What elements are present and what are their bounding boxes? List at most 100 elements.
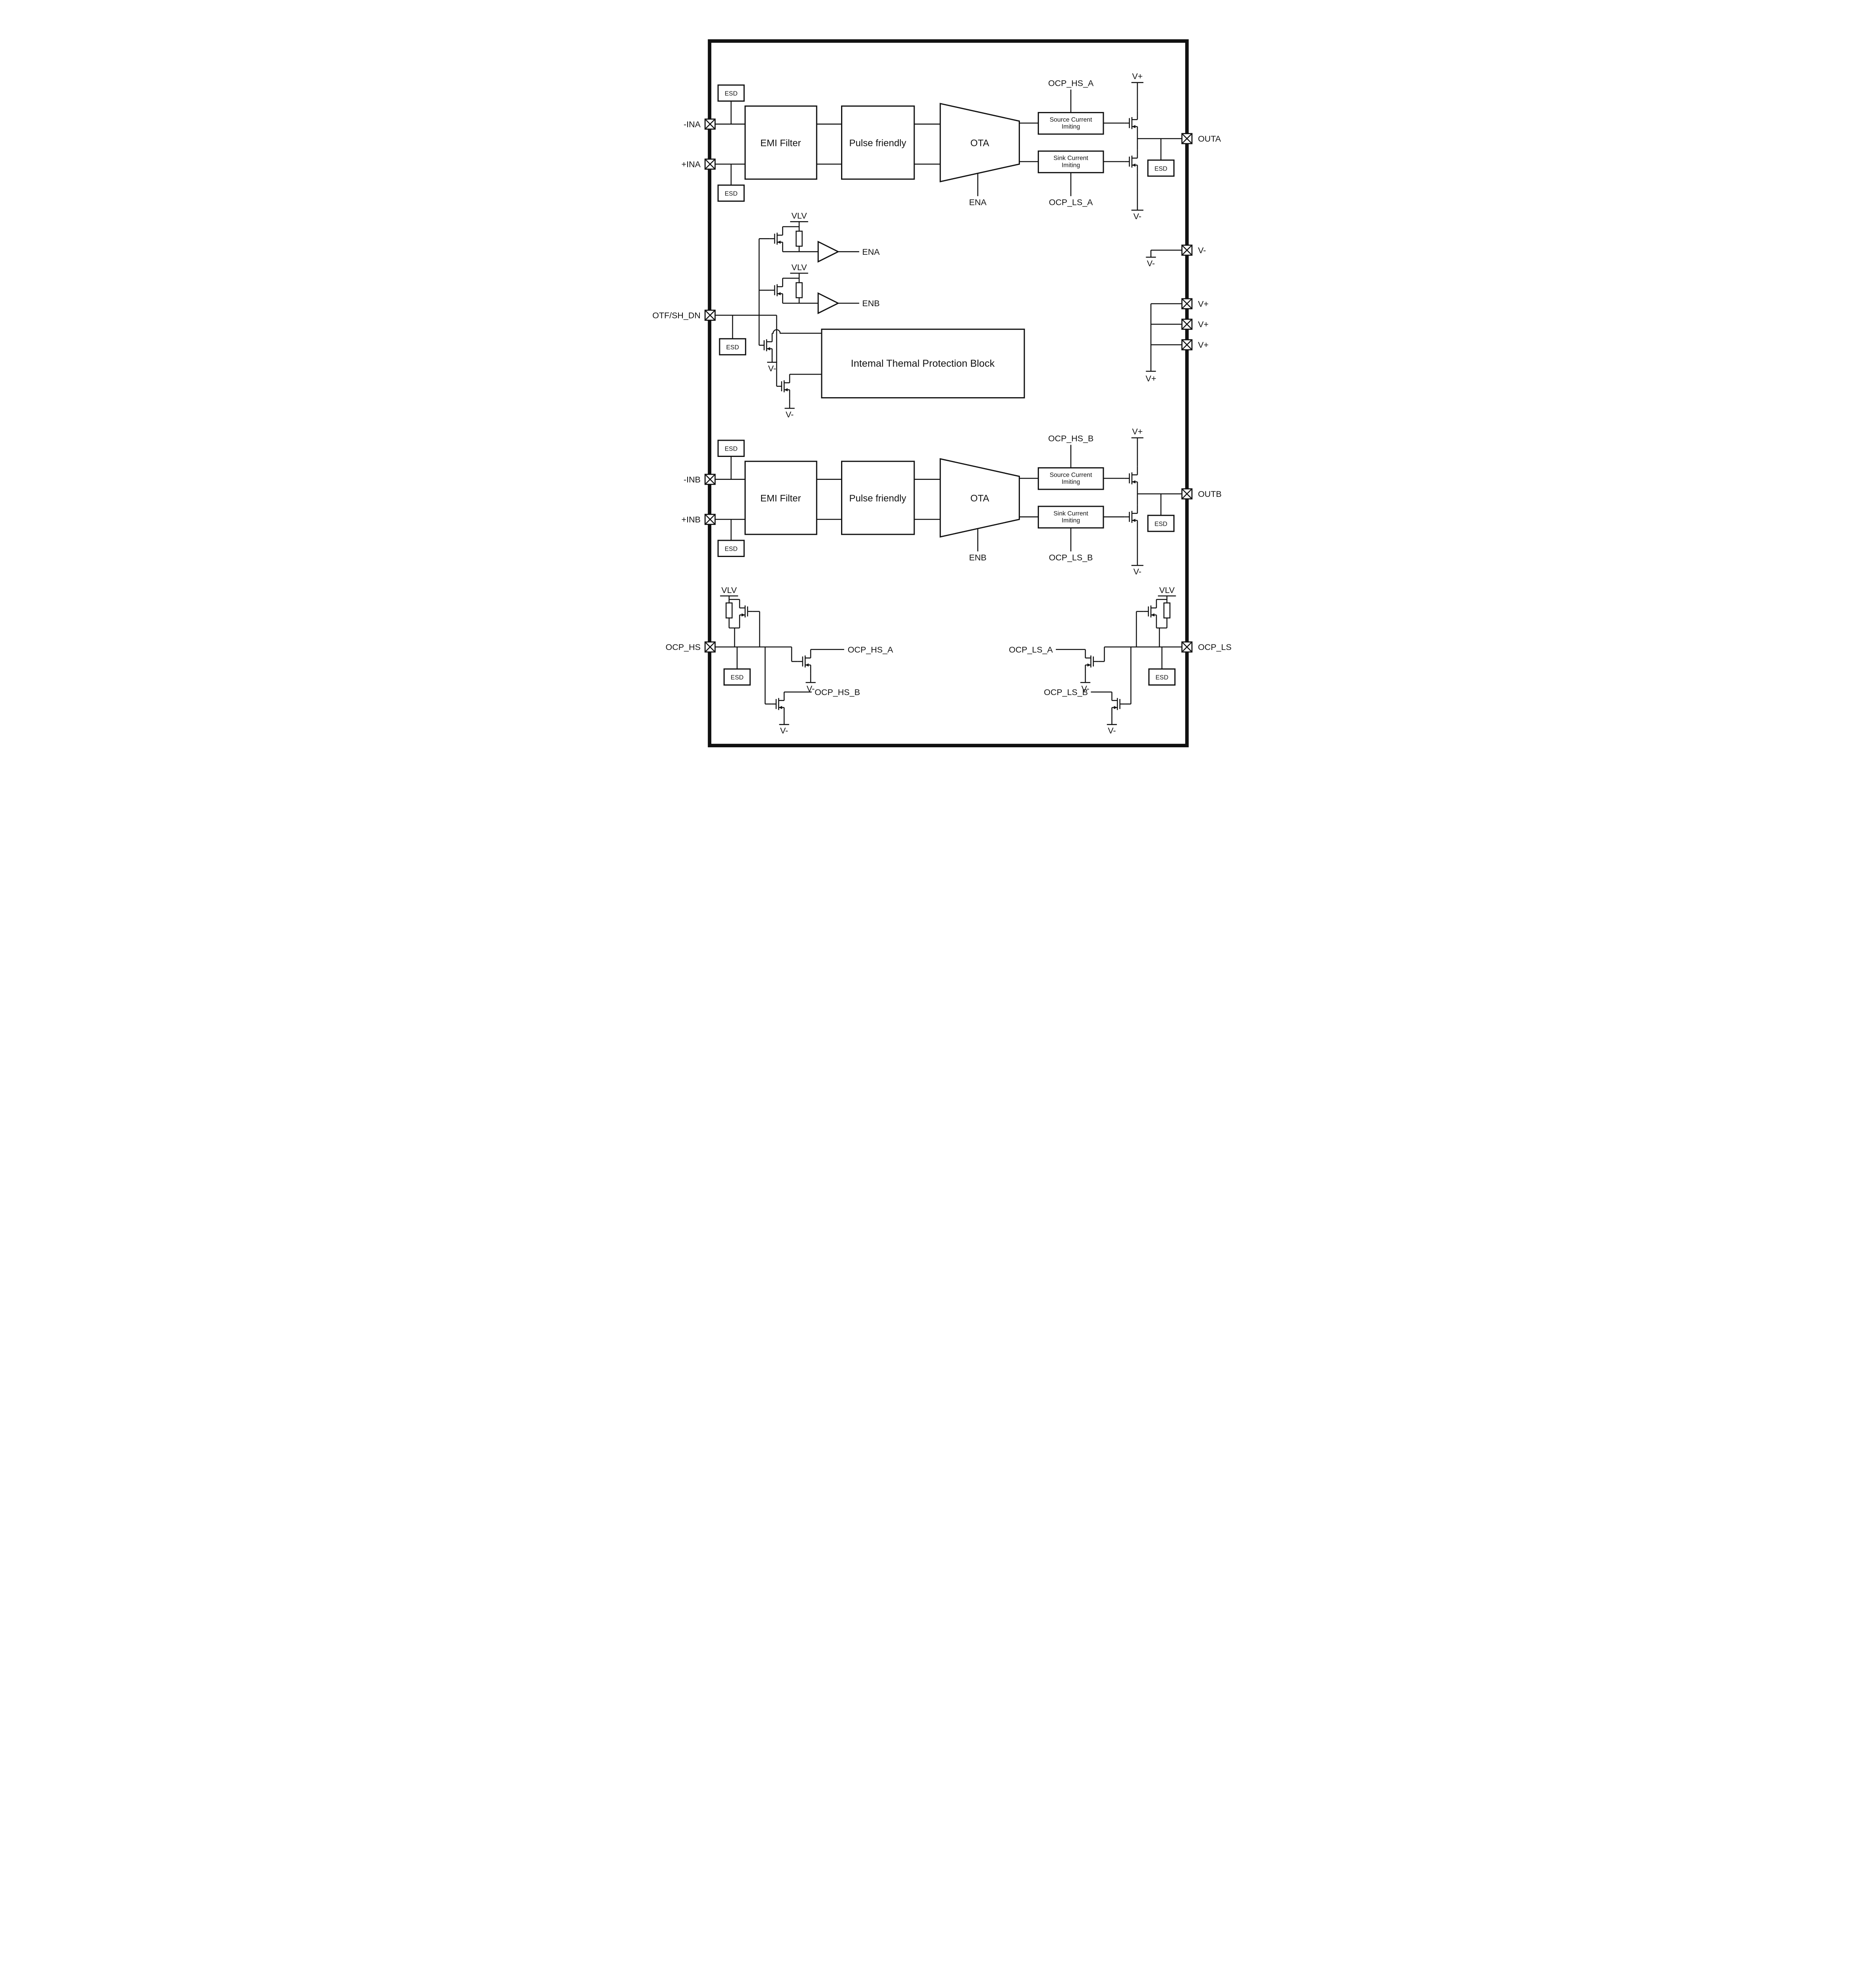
wires-ocp-ls [1055, 595, 1182, 725]
chip-border [708, 39, 1189, 748]
vminus-label-thermal2: V- [786, 410, 794, 419]
sink-current-label2-a: Imiting [1062, 162, 1080, 169]
supply-pins: V- V- V+ V+ V+ V+ [1146, 244, 1209, 383]
pin-ina-neg [704, 118, 716, 130]
pin-vminus [1181, 244, 1193, 256]
ocp-hs-b-label: OCP_HS_B [1048, 434, 1093, 443]
block-diagram: ESD -INA +INA [622, 0, 1254, 772]
vminus-label-a: V- [1133, 212, 1141, 221]
pin-inb-neg [704, 474, 716, 485]
vplus-net-label: V+ [1146, 374, 1156, 383]
pin-ina-pos [704, 158, 716, 170]
pin-outa [1181, 133, 1193, 144]
pin-label-ocp-ls: OCP_LS [1198, 642, 1232, 652]
vlv-label-ocp-ls: VLV [1159, 585, 1175, 595]
wires-supply [1146, 250, 1182, 372]
emi-filter-label-b: EMI Filter [760, 493, 801, 504]
esd-block [1147, 159, 1175, 177]
sink-current-label1-b: Sink Current [1054, 510, 1088, 517]
pin-label-ina-pos: +INA [681, 159, 701, 169]
ocp-ls-b-net-label: OCP_LS_B [1044, 688, 1088, 697]
thermal-protection-label: Intemal Themal Protection Block [851, 358, 995, 369]
pin-label-outb: OUTB [1198, 489, 1222, 499]
pin-ocp-hs [704, 641, 716, 653]
emi-filter-block-b [744, 460, 817, 535]
esd-block [1147, 515, 1175, 532]
esd-block [717, 540, 745, 557]
enable-generator: VLV [652, 211, 1025, 419]
emi-filter-label-a: EMI Filter [760, 138, 801, 148]
ota-block-a [940, 102, 1020, 183]
pin-inb-pos [704, 513, 716, 525]
ena-label-a: ENA [969, 198, 987, 207]
ota-label-b: OTA [970, 493, 989, 504]
pin-vplus-3 [1181, 339, 1193, 351]
esd-block [719, 338, 747, 356]
vminus-label-thermal1: V- [768, 364, 776, 373]
ocp-ls-a-label: OCP_LS_A [1049, 198, 1093, 207]
pulse-friendly-block-b [841, 460, 915, 535]
pin-label-inb-neg: -INB [684, 475, 701, 484]
enb-output-label: ENB [862, 299, 879, 308]
thermal-protection-block [821, 328, 1025, 399]
pin-label-vplus-2: V+ [1198, 320, 1209, 329]
ocp-hs-section: VLV OCP_HS [665, 585, 893, 735]
esd-block [717, 440, 745, 457]
resistor-ocp-hs [726, 602, 733, 619]
sink-current-block-b [1038, 506, 1104, 529]
vplus-label-a: V+ [1132, 72, 1143, 81]
sink-current-label2-b: Imiting [1062, 517, 1080, 524]
vlv-label-ena: VLV [791, 211, 807, 221]
esd-block [717, 184, 745, 202]
resistor-enb [796, 282, 803, 298]
pin-otf-shdn [704, 309, 716, 321]
source-current-label2-b: Imiting [1062, 479, 1080, 485]
diagram-canvas: ESD -INA +INA [622, 0, 1254, 772]
pulse-friendly-label-b: Pulse friendly [849, 493, 906, 504]
wires-channel-a [715, 82, 1182, 211]
vminus-label-b: V- [1133, 567, 1141, 576]
resistor-ena [796, 231, 803, 247]
vminus-net-label: V- [1147, 259, 1155, 268]
source-current-block-a [1038, 112, 1104, 135]
wires-ocp-hs [715, 595, 844, 725]
sink-current-block-a [1038, 150, 1104, 173]
pin-label-ina-neg: -INA [684, 119, 701, 129]
esd-block [1148, 668, 1176, 686]
pin-label-otf-shdn: OTF/SH_DN [652, 311, 701, 320]
sink-current-label1-a: Sink Current [1054, 155, 1088, 162]
pin-ocp-ls [1181, 641, 1193, 653]
vminus-label-ocp-hs-a: V- [807, 684, 815, 693]
vminus-label-ocp-hs-b: V- [780, 726, 788, 735]
vminus-label-ocp-ls-a: V- [1081, 684, 1089, 693]
ocp-ls-b-label: OCP_LS_B [1049, 553, 1093, 563]
ocp-hs-b-net-label: OCP_HS_B [815, 688, 860, 697]
pin-label-vminus: V- [1198, 246, 1206, 255]
esd-block [723, 668, 751, 686]
emi-filter-block-a [744, 105, 817, 180]
pin-label-ocp-hs: OCP_HS [665, 642, 700, 652]
esd-block [717, 84, 745, 102]
ocp-ls-a-net-label: OCP_LS_A [1009, 645, 1053, 654]
pin-label-vplus-3: V+ [1198, 340, 1209, 350]
ota-block-b [940, 458, 1020, 538]
pulse-friendly-block-a [841, 105, 915, 180]
source-current-label1-b: Source Current [1050, 472, 1092, 478]
pin-label-inb-pos: +INB [681, 515, 700, 524]
resistor-ocp-ls [1163, 602, 1171, 619]
pin-vplus-1 [1181, 298, 1193, 309]
ena-output-label: ENA [862, 247, 880, 257]
vlv-label-ocp-hs: VLV [721, 585, 737, 595]
channel-a: -INA +INA EMI Filter [681, 72, 1221, 221]
vminus-label-ocp-ls-b: V- [1108, 726, 1116, 735]
ota-label-a: OTA [970, 138, 989, 148]
pin-outb [1181, 488, 1193, 500]
vlv-label-enb: VLV [791, 263, 807, 272]
ocp-ls-section: VLV OCP_LS [1009, 585, 1232, 735]
source-current-label1-a: Source Current [1050, 116, 1092, 123]
wires-enable-gen [715, 221, 859, 409]
wires-channel-b [715, 437, 1182, 566]
channel-b: -INB +INB EMI Filter [681, 427, 1221, 576]
vplus-label-b: V+ [1132, 427, 1143, 436]
ocp-hs-a-label: OCP_HS_A [1048, 79, 1093, 88]
